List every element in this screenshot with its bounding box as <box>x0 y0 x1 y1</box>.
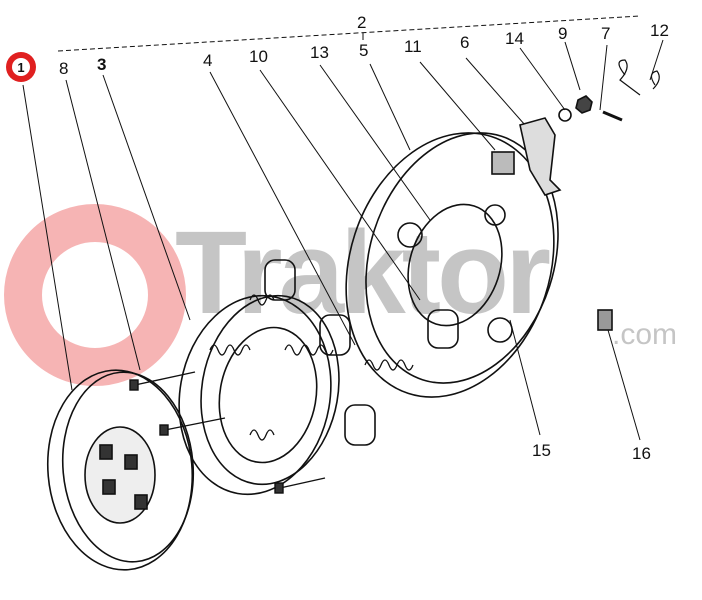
part-1-label: 1 <box>12 58 30 76</box>
part-label-5: 5 <box>359 41 369 60</box>
part-label-11: 11 <box>404 37 422 56</box>
part-label-7: 7 <box>601 24 611 43</box>
highlighted-part-badge[interactable]: 1 <box>6 52 36 82</box>
watermark-brand: Traktor <box>175 207 551 339</box>
clutch-cover <box>345 132 559 398</box>
leader-lines <box>22 39 664 441</box>
springs <box>209 294 414 441</box>
release-lever-assembly <box>491 59 660 196</box>
part-label-10: 10 <box>249 47 268 66</box>
part-label-9: 9 <box>558 24 568 43</box>
watermark-suffix: .com <box>612 318 678 351</box>
part-label-13: 13 <box>310 43 329 62</box>
part-label-2: 2 <box>357 13 367 32</box>
part-label-14: 14 <box>505 29 524 48</box>
part-label-16: 16 <box>632 444 651 463</box>
part-label-6: 6 <box>460 33 470 52</box>
part-label-8: 8 <box>59 59 69 78</box>
part-label-4: 4 <box>203 51 213 70</box>
adjust-screw <box>597 309 613 331</box>
part-label-3: 3 <box>97 55 107 74</box>
part-label-15: 15 <box>532 441 551 460</box>
clutch-disc <box>46 369 195 571</box>
part-label-12: 12 <box>650 21 669 40</box>
bolts <box>129 371 326 494</box>
spring-cups <box>264 259 459 446</box>
